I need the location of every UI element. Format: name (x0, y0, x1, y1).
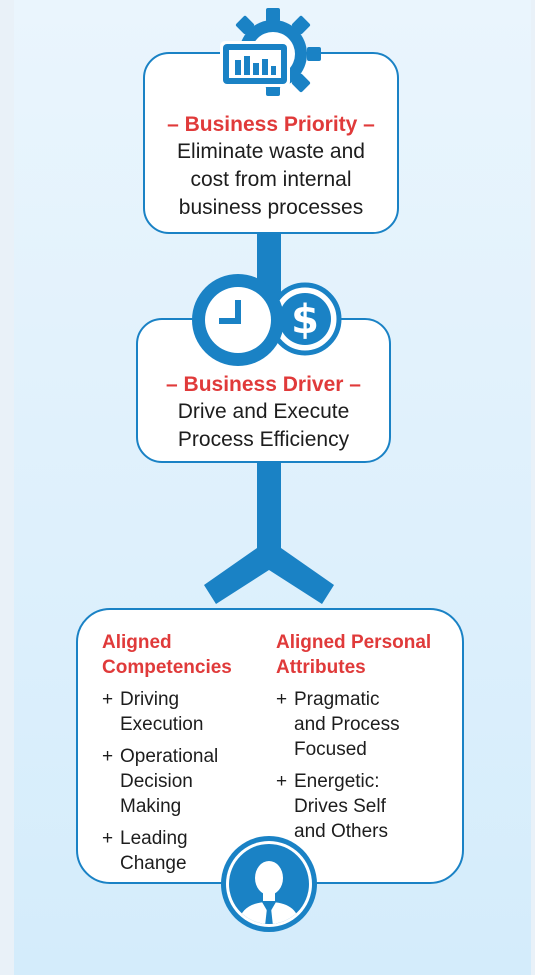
connector-fork (204, 548, 334, 604)
attribute-item: + Energetic: Drives Self and Others (276, 769, 460, 844)
attribute-line: Drives Self (294, 796, 386, 817)
plus-icon: + (102, 689, 114, 710)
attribute-line: Pragmatic (294, 689, 380, 710)
competencies-column: Aligned Competencies + Driving Execution… (102, 630, 262, 883)
competency-line: Change (120, 853, 187, 874)
competency-line: Execution (120, 714, 204, 735)
attribute-line: and Others (294, 821, 388, 842)
competency-item: + Operational Decision Making (102, 744, 262, 819)
svg-text:$: $ (291, 297, 319, 343)
business-driver-line: Process Efficiency (177, 428, 350, 451)
business-driver-text: Drive and Execute Process Efficiency (138, 398, 389, 454)
competencies-heading-line: Competencies (102, 657, 232, 678)
gear-chart-icon (220, 8, 321, 96)
business-priority-line: Eliminate waste and (177, 140, 365, 163)
competency-line: Driving (120, 689, 180, 710)
attributes-column: Aligned Personal Attributes + Pragmatic … (276, 630, 460, 851)
competencies-heading-line: Aligned (102, 632, 172, 653)
attributes-heading-line: Aligned Personal (276, 632, 432, 653)
plus-icon: + (102, 746, 114, 767)
business-driver-line: Drive and Execute (177, 400, 350, 423)
competency-line: Operational (120, 746, 219, 767)
attributes-heading: Aligned Personal Attributes (276, 630, 460, 680)
attribute-item: + Pragmatic and Process Focused (276, 687, 460, 762)
plus-icon: + (102, 828, 114, 849)
dollar-icon: $ (268, 282, 342, 356)
attribute-line: Energetic: (294, 771, 380, 792)
attribute-line: and Process (294, 714, 400, 735)
business-priority-line: business processes (178, 196, 364, 219)
business-priority-line: cost from internal (190, 168, 352, 191)
competency-line: Decision (120, 771, 193, 792)
attributes-heading-line: Attributes (276, 657, 366, 678)
competency-item: + Driving Execution (102, 687, 262, 737)
competencies-heading: Aligned Competencies (102, 630, 262, 680)
business-person-icon (221, 836, 317, 932)
plus-icon: + (276, 689, 288, 710)
competency-item: + Leading Change (102, 826, 262, 876)
competency-line: Making (120, 796, 182, 817)
clock-icon (192, 274, 284, 366)
business-priority-heading: – Business Priority – (167, 113, 375, 136)
business-priority-card: – Business Priority – Eliminate waste an… (143, 52, 399, 234)
business-priority-text: Eliminate waste and cost from internal b… (145, 138, 397, 222)
business-driver-heading: – Business Driver – (166, 373, 361, 396)
plus-icon: + (276, 771, 288, 792)
attribute-line: Focused (294, 739, 367, 760)
connector-bottom (257, 460, 281, 556)
competency-line: Leading (120, 828, 188, 849)
